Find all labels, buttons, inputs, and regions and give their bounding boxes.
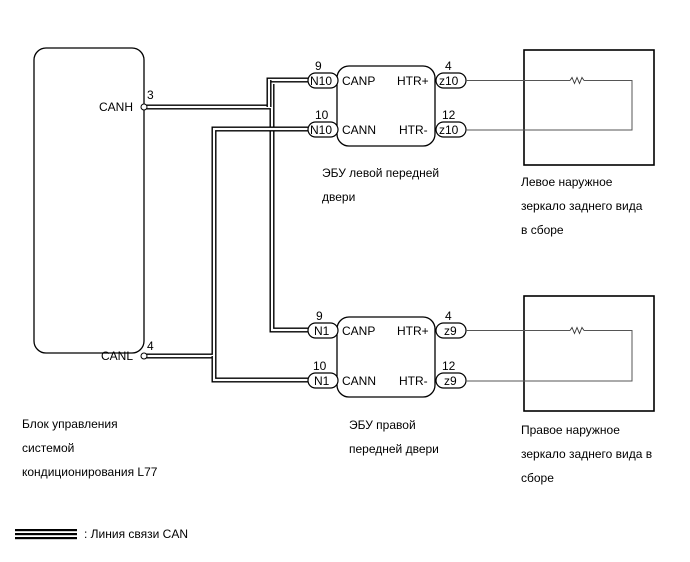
left-ecu-canp-number: 9 bbox=[315, 59, 322, 73]
left-mirror-box bbox=[523, 49, 655, 166]
left-ecu-htr-minus-number: 12 bbox=[442, 108, 456, 122]
left-ecu-htr-plus-number: 4 bbox=[445, 59, 452, 73]
legend-label: : Линия связи CAN bbox=[84, 527, 189, 541]
right-ecu-canp-connector bbox=[307, 322, 339, 339]
ac-pin-canh-label: CANH bbox=[99, 100, 133, 114]
left-ecu-cann-label: CANN bbox=[342, 123, 376, 137]
right-ecu-caption-line-1: ЭБУ правой bbox=[349, 418, 416, 432]
right-ecu-canp-number: 9 bbox=[316, 309, 323, 323]
right-door-ecu: N1 N1 9 10 CANP CANN HTR+ HTR- z9 z9 4 1… bbox=[307, 309, 467, 398]
canh-terminal-icon bbox=[140, 103, 148, 111]
right-mirror-heater-resistor-icon bbox=[569, 326, 585, 335]
ac-unit-caption-line-1: Блок управления bbox=[22, 417, 118, 431]
left-mirror-heater-wire bbox=[466, 80, 633, 131]
ac-pin-canl-number: 4 bbox=[147, 339, 154, 353]
left-mirror-heater-resistor-icon bbox=[569, 76, 585, 85]
left-ecu-caption: ЭБУ левой передней двери bbox=[322, 161, 439, 209]
left-mirror-caption: Левое наружное зеркало заднего вида в сб… bbox=[521, 170, 642, 242]
right-ecu-caption: ЭБУ правой передней двери bbox=[349, 413, 439, 461]
right-ecu-htr-minus-label: HTR- bbox=[399, 374, 428, 388]
right-ecu-htr-plus-label: HTR+ bbox=[397, 324, 429, 338]
left-ecu-canp-label: CANP bbox=[342, 74, 375, 88]
right-mirror-caption-line-3: сборе bbox=[521, 471, 554, 485]
right-mirror-box bbox=[523, 295, 655, 412]
left-mirror bbox=[466, 49, 655, 166]
right-mirror-caption: Правое наружное зеркало заднего вида в с… bbox=[521, 418, 652, 490]
left-ecu-caption-line-1: ЭБУ левой передней bbox=[322, 166, 440, 180]
ac-control-unit-box bbox=[33, 47, 145, 354]
right-mirror-heater-wire bbox=[466, 330, 633, 382]
right-mirror-caption-line-2: зеркало заднего вида в bbox=[521, 447, 653, 461]
right-ecu-caption-line-2: передней двери bbox=[349, 442, 439, 456]
right-ecu-htr-minus-number: 12 bbox=[442, 359, 456, 373]
left-ecu-cann-connector-label: N10 bbox=[310, 123, 332, 137]
right-mirror-caption-line-1: Правое наружное bbox=[521, 423, 620, 437]
right-ecu-box bbox=[336, 316, 436, 398]
left-mirror-caption-line-1: Левое наружное bbox=[521, 175, 613, 189]
canh-wire bbox=[145, 77, 308, 333]
right-ecu-cann-label: CANN bbox=[342, 374, 376, 388]
left-ecu-htr-minus-connector-label: z10 bbox=[439, 123, 459, 137]
left-ecu-cann-connector bbox=[307, 121, 339, 138]
left-ecu-cann-number: 10 bbox=[315, 108, 329, 122]
right-ecu-htr-plus-connector-label: z9 bbox=[444, 324, 457, 338]
can-bus-wires bbox=[145, 77, 308, 383]
left-ecu-htr-plus-connector-label: z10 bbox=[439, 74, 459, 88]
canl-wire bbox=[145, 126, 308, 383]
left-ecu-caption-line-2: двери bbox=[322, 190, 356, 204]
left-mirror-caption-line-2: зеркало заднего вида bbox=[521, 199, 643, 213]
left-ecu-canp-connector bbox=[307, 72, 339, 89]
ac-pin-canh-number: 3 bbox=[147, 88, 154, 102]
can-line-legend-icon bbox=[15, 529, 77, 540]
left-ecu-htr-minus-label: HTR- bbox=[399, 123, 428, 137]
left-door-ecu: N10 N10 9 10 CANP CANN HTR+ HTR- z10 z10… bbox=[307, 59, 467, 147]
left-mirror-caption-line-3: в сборе bbox=[521, 223, 564, 237]
ac-unit-caption: Блок управления системой кондиционирован… bbox=[22, 412, 157, 484]
left-ecu-htr-plus-label: HTR+ bbox=[397, 74, 429, 88]
right-ecu-htr-plus-number: 4 bbox=[445, 309, 452, 323]
right-ecu-cann-number: 10 bbox=[313, 359, 327, 373]
right-ecu-canp-label: CANP bbox=[342, 324, 375, 338]
right-ecu-htr-minus-connector-label: z9 bbox=[444, 374, 457, 388]
ac-pin-canl-label: CANL bbox=[101, 349, 133, 363]
right-ecu-cann-connector-label: N1 bbox=[314, 374, 330, 388]
right-ecu-canp-connector-label: N1 bbox=[314, 324, 330, 338]
right-mirror bbox=[466, 295, 655, 412]
canl-terminal-icon bbox=[140, 352, 148, 360]
ac-unit-caption-line-3: кондиционирования L77 bbox=[22, 465, 158, 479]
left-ecu-box bbox=[336, 65, 436, 147]
left-ecu-canp-connector-label: N10 bbox=[310, 74, 332, 88]
ac-unit-caption-line-2: системой bbox=[22, 441, 75, 455]
right-ecu-cann-connector bbox=[307, 372, 339, 389]
